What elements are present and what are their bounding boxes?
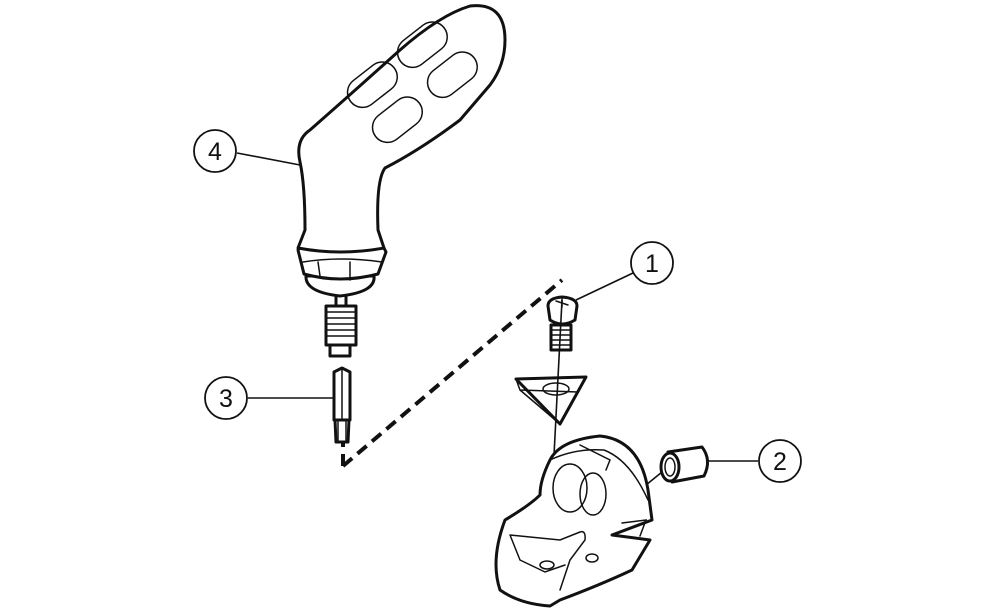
svg-text:1: 1 <box>645 250 659 278</box>
assembly-dashed-line <box>341 278 564 468</box>
callout-4: 4 <box>193 129 237 173</box>
leader-line-1 <box>575 272 634 301</box>
callout-3: 3 <box>204 376 248 420</box>
svg-text:3: 3 <box>219 385 233 413</box>
leader-line-2 <box>645 460 758 486</box>
leader-line-4 <box>236 152 301 166</box>
callout-2: 2 <box>758 439 802 483</box>
svg-text:4: 4 <box>208 138 222 166</box>
callout-1: 1 <box>630 241 674 285</box>
torx-bit <box>332 366 352 444</box>
cutting-insert <box>514 375 588 426</box>
sleeve <box>659 445 709 484</box>
cartridge-body <box>494 434 654 608</box>
torque-handle <box>296 4 507 358</box>
svg-text:2: 2 <box>773 448 787 476</box>
